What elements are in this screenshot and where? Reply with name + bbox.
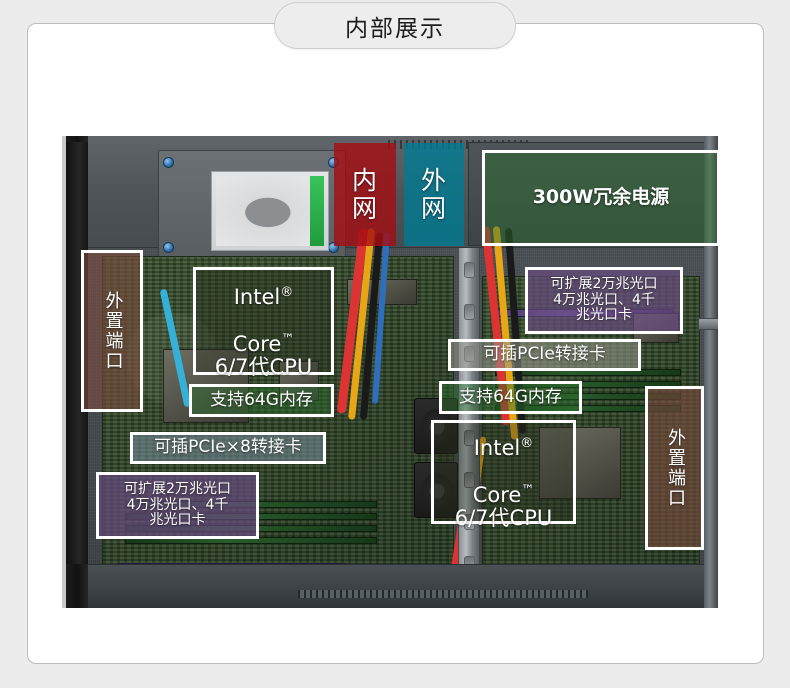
hard-disk-drive	[211, 171, 329, 251]
cpu-left-line1: Intel®	[234, 262, 294, 309]
page-title: 内部展示	[345, 15, 445, 42]
chipset	[279, 361, 319, 401]
rail-slot	[464, 262, 475, 278]
bottom-vent-grille	[298, 590, 588, 598]
tray-screw	[163, 242, 174, 253]
cpu-right-callout: Intel® Core™ 6/7代CPU	[431, 420, 576, 530]
external-ports-left-label: 外置端口	[102, 291, 124, 371]
tray-screw	[163, 157, 174, 168]
power-supply-label: 300W冗余电源	[532, 186, 670, 209]
registered-mark-icon: ®	[520, 435, 534, 451]
fiber-expansion-left-callout: 可扩展2万兆光口 4万兆光口、4千 兆光口卡	[96, 472, 259, 539]
rail-slot	[464, 304, 475, 320]
fiber-expansion-right-callout: 可扩展2万兆光口 4万兆光口、4千 兆光口卡	[525, 267, 683, 334]
cpu-right-line1: Intel®	[474, 413, 534, 460]
outer-network-overlay: 外 网	[404, 143, 464, 246]
cpu-right-family: Core	[472, 482, 522, 507]
cpu-left-brand: Intel	[233, 284, 281, 309]
external-ports-left-callout: 外置端口	[81, 250, 143, 412]
chassis-fan	[414, 398, 458, 454]
rail-slot	[464, 472, 475, 488]
fiber-expansion-left-label: 可扩展2万兆光口 4万兆光口、4千 兆光口卡	[124, 480, 231, 529]
power-supply-callout: 300W冗余电源	[482, 150, 718, 246]
right-side-bracket	[704, 136, 718, 608]
external-ports-right-callout: 外置端口	[645, 386, 704, 550]
cpu-right-line3: 6/7代CPU	[454, 506, 553, 531]
fiber-expansion-right-label: 可扩展2万兆光口 4万兆光口、4千 兆光口卡	[550, 275, 658, 324]
trademark-mark-icon: ™	[521, 482, 535, 498]
pcie-x8-riser-callout: 可插PCIe×8转接卡	[130, 432, 326, 464]
pcie-riser-label: 可插PCIe转接卡	[483, 344, 606, 365]
hdd-label	[216, 176, 324, 246]
memory-right-label: 支持64G内存	[459, 386, 562, 407]
section-title-pill: 内部展示	[274, 2, 516, 49]
trademark-mark-icon: ™	[281, 331, 295, 347]
front-bezel-inner	[66, 142, 88, 564]
rail-slot	[464, 430, 475, 446]
chassis-fan	[414, 462, 458, 518]
registered-mark-icon: ®	[280, 284, 294, 300]
cpu-left-callout: Intel® Core™ 6/7代CPU	[193, 267, 334, 379]
cpu-left-line3: 6/7代CPU	[214, 355, 313, 380]
external-ports-right-label: 外置端口	[664, 428, 686, 508]
inner-network-overlay: 内 网	[334, 143, 396, 246]
pcie-x8-riser-label: 可插PCIe×8转接卡	[154, 437, 302, 458]
cpu-right-brand: Intel	[473, 435, 521, 460]
hdd-connector	[310, 176, 324, 246]
rail-slot	[464, 388, 475, 404]
hdd-tray	[158, 150, 346, 260]
memory-left-callout: 支持64G内存	[189, 384, 334, 417]
chassis-photo: 内 网 外 网 300W冗余电源 外置端口 Intel® Core™ 6/7代C…	[62, 136, 718, 608]
outer-network-label: 外 网	[420, 165, 447, 223]
cpu-right-line2: Core™	[473, 460, 535, 507]
side-latch-knob	[698, 318, 718, 330]
memory-right-callout: 支持64G内存	[439, 381, 582, 414]
pcie-riser-callout: 可插PCIe转接卡	[448, 339, 641, 371]
memory-left-label: 支持64G内存	[210, 389, 313, 410]
cpu-left-line2: Core™	[233, 309, 295, 356]
cpu-left-family: Core	[232, 331, 282, 356]
cpu-socket	[539, 427, 621, 499]
chassis-bottom-lip	[88, 564, 718, 608]
inner-network-label: 内 网	[351, 165, 378, 223]
dimm-slot	[495, 381, 681, 388]
